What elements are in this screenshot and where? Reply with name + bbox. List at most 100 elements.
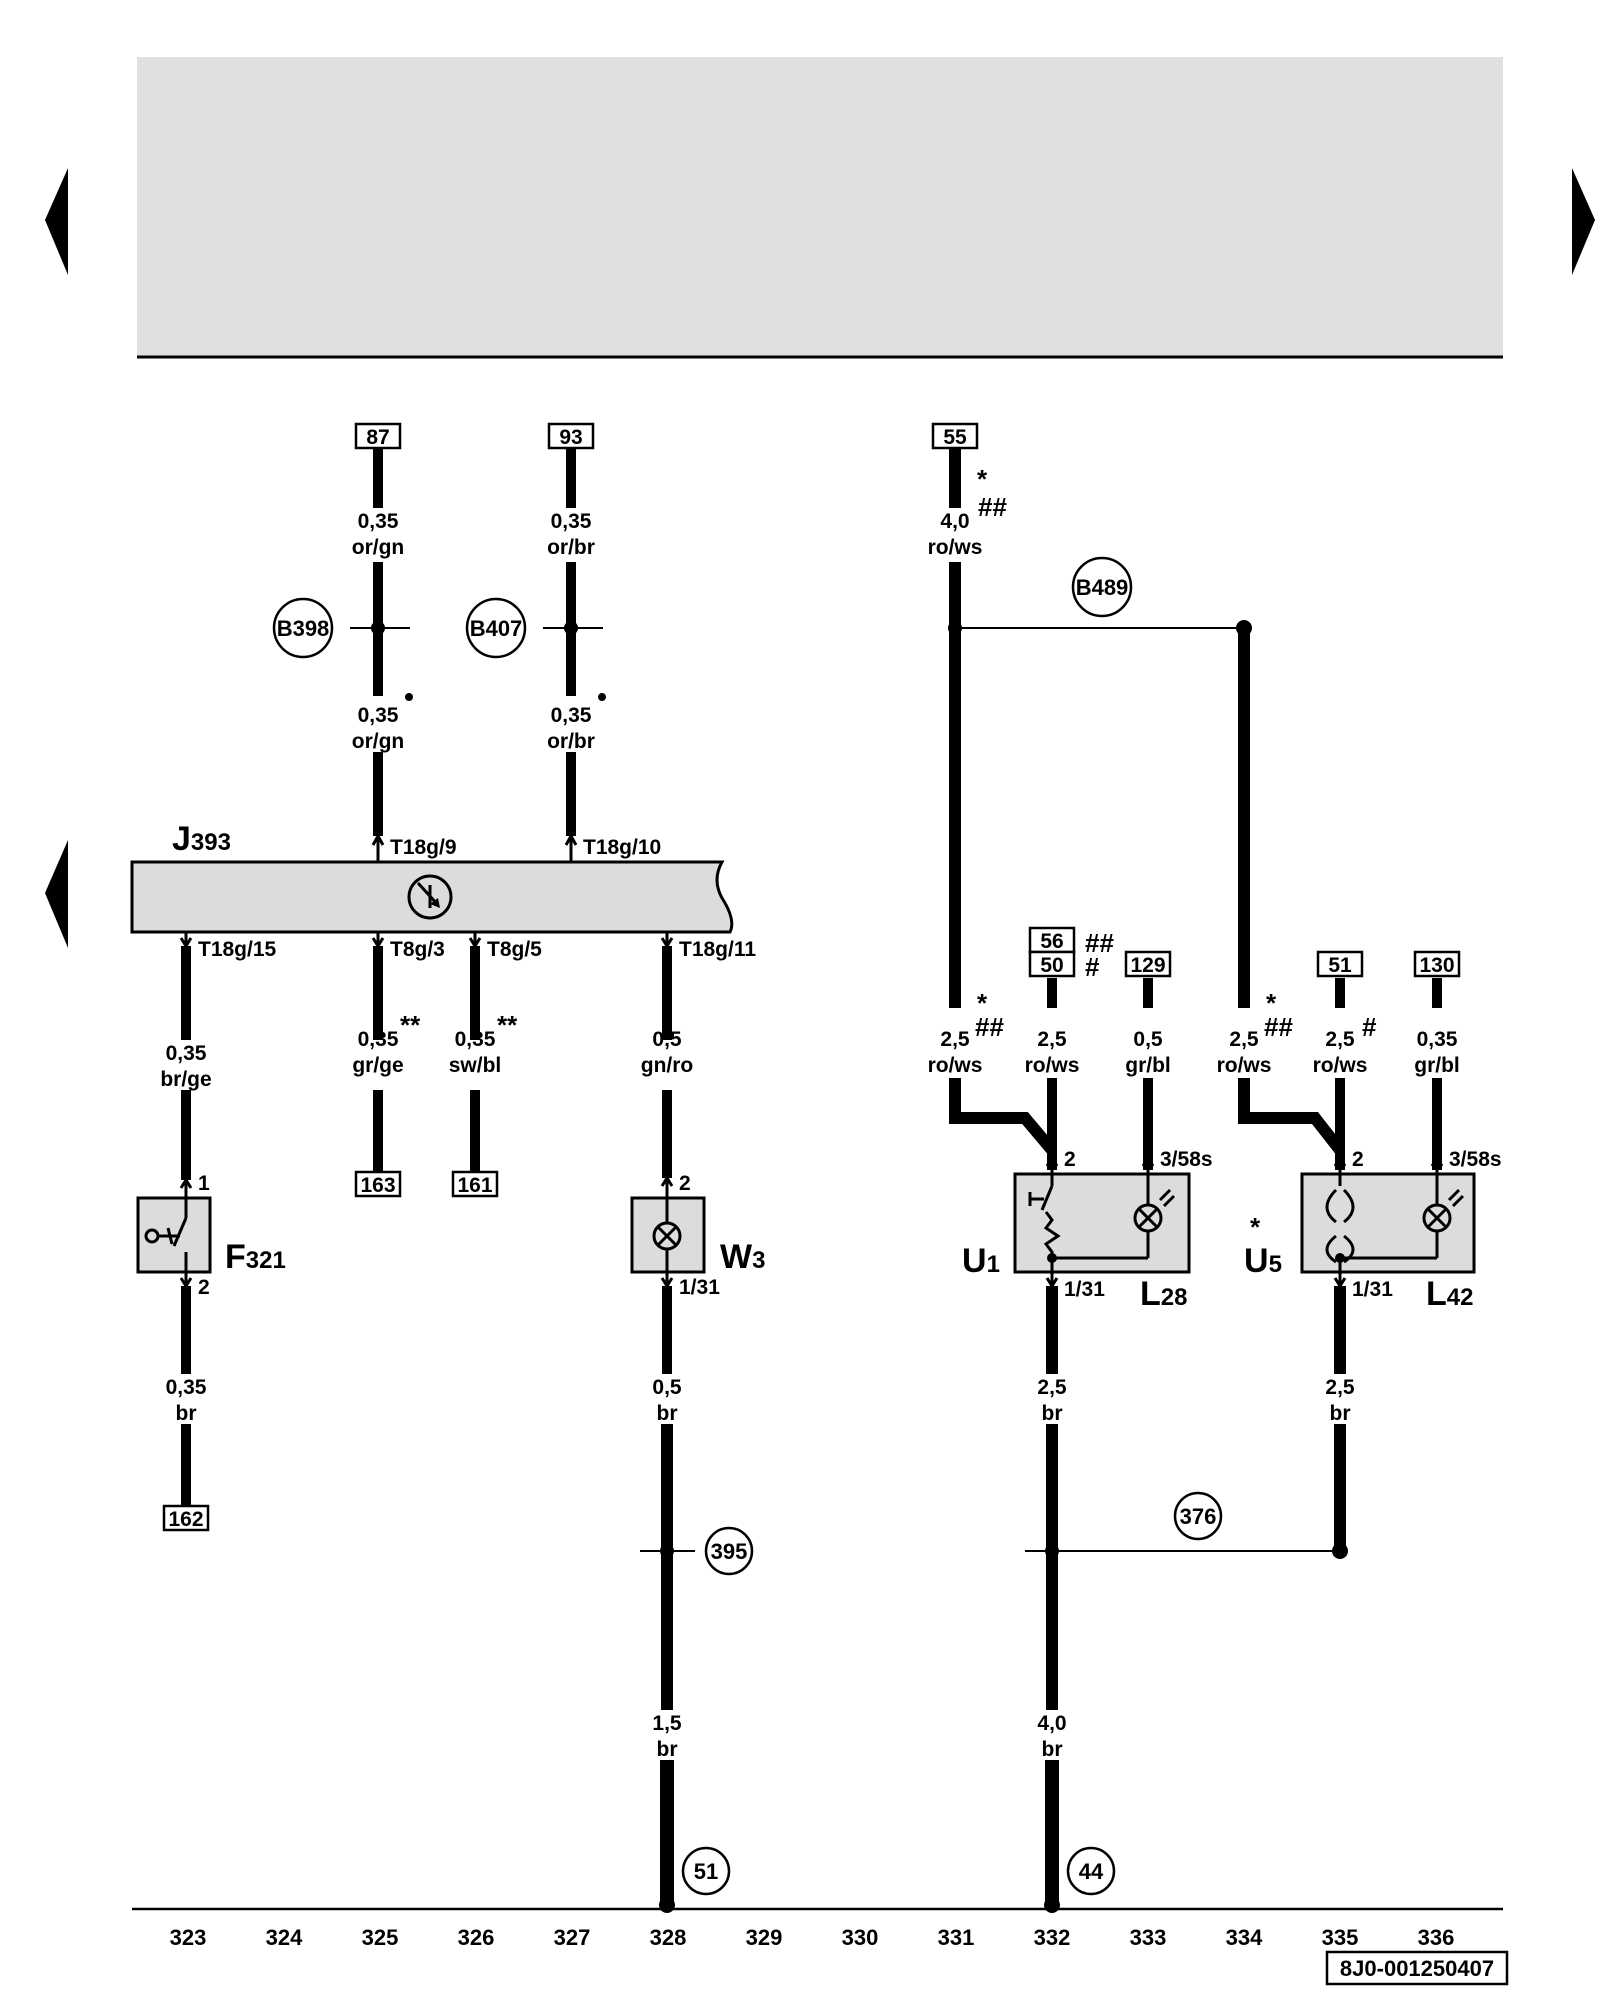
- wire-size: 0,35: [1417, 1028, 1458, 1051]
- axis-label: 324: [266, 1925, 303, 1950]
- dot-93: [598, 693, 606, 701]
- ref-box-129[interactable]: [1124, 950, 1172, 978]
- ref-box-93[interactable]: [547, 422, 595, 450]
- node-b407[interactable]: [465, 597, 527, 659]
- mark-dstar: **: [400, 1010, 421, 1040]
- footer-code: 8J0-001250407: [1340, 1956, 1494, 1981]
- junction-b398: [371, 621, 385, 635]
- j393-symbol-arrow: [430, 898, 440, 908]
- ref-box-162[interactable]: [162, 1504, 210, 1532]
- ref-box-55[interactable]: [931, 422, 979, 450]
- column-axis: 323 324 325 326 327 328 329 330 331 332 …: [170, 1925, 1455, 1950]
- ref-label-129: 129: [1130, 954, 1165, 977]
- f321-switch-icon: [144, 1180, 188, 1286]
- mark-star: *: [977, 464, 988, 494]
- pin-label: 1/31: [679, 1276, 720, 1299]
- component-label-w3: W3: [720, 1238, 765, 1276]
- axis-label: 335: [1322, 1925, 1359, 1950]
- wire-labels: 0,35 or/gn 0,35 or/gn 0,35 or/br 0,35 or…: [160, 510, 1459, 1761]
- wire-color: or/gn: [352, 730, 405, 753]
- pin-label: 2: [1064, 1148, 1076, 1171]
- axis-label: 328: [650, 1925, 687, 1950]
- wire-color: ro/ws: [1313, 1054, 1368, 1077]
- pin-label: 2: [1352, 1148, 1364, 1171]
- ref-label-162: 162: [168, 1508, 203, 1531]
- pin-label: T18g/15: [198, 938, 277, 961]
- ref-box-87[interactable]: [354, 422, 402, 450]
- wire-size: 2,5: [1325, 1028, 1355, 1051]
- axis-label: 325: [362, 1925, 399, 1950]
- node-label-b407: B407: [470, 616, 523, 641]
- pin-label: 3/58s: [1449, 1148, 1502, 1171]
- u5-socket-icon: [1325, 1170, 1465, 1286]
- wire-color: or/gn: [352, 536, 405, 559]
- ref-label-93: 93: [559, 426, 582, 449]
- component-label-l28: L28: [1140, 1275, 1187, 1313]
- component-labels: J393 F321 W3 U1 L28 U5 L42: [172, 820, 1473, 1313]
- mark-dhash: ##: [975, 1012, 1004, 1042]
- wire-color: sw/bl: [449, 1054, 502, 1077]
- component-label-l42: L42: [1426, 1275, 1473, 1313]
- ref-box-51[interactable]: [1316, 950, 1364, 978]
- pin-label: 1/31: [1064, 1278, 1105, 1301]
- ref-box-130[interactable]: [1413, 950, 1461, 978]
- wire-size: 0,35: [551, 510, 592, 533]
- component-label-j393: J393: [172, 820, 231, 858]
- node-label-b489: B489: [1076, 575, 1129, 600]
- w3-lamp-icon: [652, 1175, 682, 1289]
- u1-cigar-lighter-icon: [1028, 1170, 1176, 1286]
- ref-box-50[interactable]: [1028, 950, 1076, 978]
- pin-label: 1: [198, 1172, 210, 1195]
- wire-size: 4,0: [940, 510, 969, 533]
- dot-87: [405, 693, 413, 701]
- node-b489[interactable]: [1071, 556, 1133, 618]
- ground-dot-332: [1044, 1897, 1060, 1913]
- node-b398[interactable]: [272, 597, 334, 659]
- mark-star: *: [977, 988, 988, 1018]
- wire-color: br: [1330, 1402, 1351, 1425]
- axis-label: 327: [554, 1925, 591, 1950]
- f321-pin-stubs: [179, 1177, 193, 1289]
- wire-size: 0,35: [166, 1376, 207, 1399]
- mark-dhash: ##: [1085, 928, 1114, 958]
- node-44[interactable]: [1066, 1846, 1116, 1896]
- node-376[interactable]: [1173, 1491, 1223, 1541]
- next-page-arrow[interactable]: [1572, 168, 1595, 275]
- axis-label: 330: [842, 1925, 879, 1950]
- junction-376-right: [1332, 1543, 1348, 1559]
- footer-code-box: [1325, 1950, 1509, 1986]
- mark-star: *: [1266, 988, 1277, 1018]
- wire-size: 0,35: [551, 704, 592, 727]
- node-395[interactable]: [704, 1526, 754, 1576]
- prev-page-arrow[interactable]: [45, 168, 68, 275]
- wire-size: 2,5: [1325, 1376, 1355, 1399]
- ref-label-50: 50: [1040, 954, 1063, 977]
- junction-376-left: [1045, 1544, 1059, 1558]
- mark-hash: #: [1085, 952, 1100, 982]
- node-label-376: 376: [1180, 1504, 1217, 1529]
- ref-box-163[interactable]: [354, 1170, 402, 1198]
- wire-size: 0,5: [652, 1028, 682, 1051]
- wire-color: ro/ws: [1217, 1054, 1272, 1077]
- wire-size: 0,35: [455, 1028, 496, 1051]
- junction-395: [660, 1544, 674, 1558]
- wire-color: ro/ws: [1025, 1054, 1080, 1077]
- wire-size: 2,5: [1037, 1376, 1067, 1399]
- pin-label: T18g/9: [390, 836, 457, 859]
- ref-box-161[interactable]: [451, 1170, 499, 1198]
- wire-color: gr/bl: [1414, 1054, 1460, 1077]
- pin-stubs: [179, 832, 674, 949]
- mark-dhash: ##: [1264, 1012, 1293, 1042]
- prev-section-arrow[interactable]: [45, 840, 68, 948]
- pin-label: 2: [679, 1172, 691, 1195]
- node-51[interactable]: [681, 1846, 731, 1896]
- wire-color: br: [657, 1402, 678, 1425]
- wire-size: 2,5: [1229, 1028, 1259, 1051]
- u5-pin-stubs: [1333, 1155, 1444, 1289]
- axis-label: 332: [1034, 1925, 1071, 1950]
- pin-label: T18g/10: [583, 836, 661, 859]
- junction-b489-right: [1236, 620, 1252, 636]
- axis-label: 326: [458, 1925, 495, 1950]
- ref-label-87: 87: [366, 426, 389, 449]
- ref-label-161: 161: [457, 1174, 492, 1197]
